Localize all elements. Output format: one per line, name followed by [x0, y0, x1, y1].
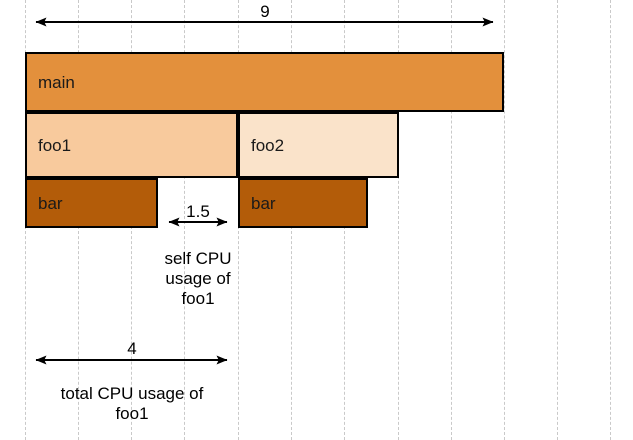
measurement-caption-total-cpu-foo1: total CPU usage of foo1	[60, 384, 204, 423]
flame-frame-label: bar	[38, 193, 63, 213]
gridline-10	[557, 0, 558, 440]
gridline-7	[398, 0, 399, 440]
flame-frame-foo2[interactable]: foo2	[238, 112, 399, 178]
gridline-8	[451, 0, 452, 440]
flame-frame-bar-under-foo1[interactable]: bar	[25, 178, 158, 228]
gridline-3	[184, 0, 185, 440]
flame-frame-foo1[interactable]: foo1	[25, 112, 238, 178]
measurement-value-total-span-main: 9	[260, 2, 270, 21]
flame-frame-label: foo2	[251, 135, 285, 155]
measurement-value-self-cpu-foo1: 1.5	[186, 202, 210, 221]
flame-frame-main[interactable]: main	[25, 52, 504, 112]
flame-frame-label: foo1	[38, 135, 72, 155]
gridline-11	[610, 0, 611, 440]
gridline-9	[504, 0, 505, 440]
measurement-value-total-cpu-foo1: 4	[127, 339, 137, 358]
flame-frame-label: bar	[251, 193, 276, 213]
measurement-caption-self-cpu-foo1: self CPU usage of foo1	[164, 249, 232, 308]
flame-frame-bar-under-foo2[interactable]: bar	[238, 178, 368, 228]
flame-frame-label: main	[38, 72, 75, 92]
